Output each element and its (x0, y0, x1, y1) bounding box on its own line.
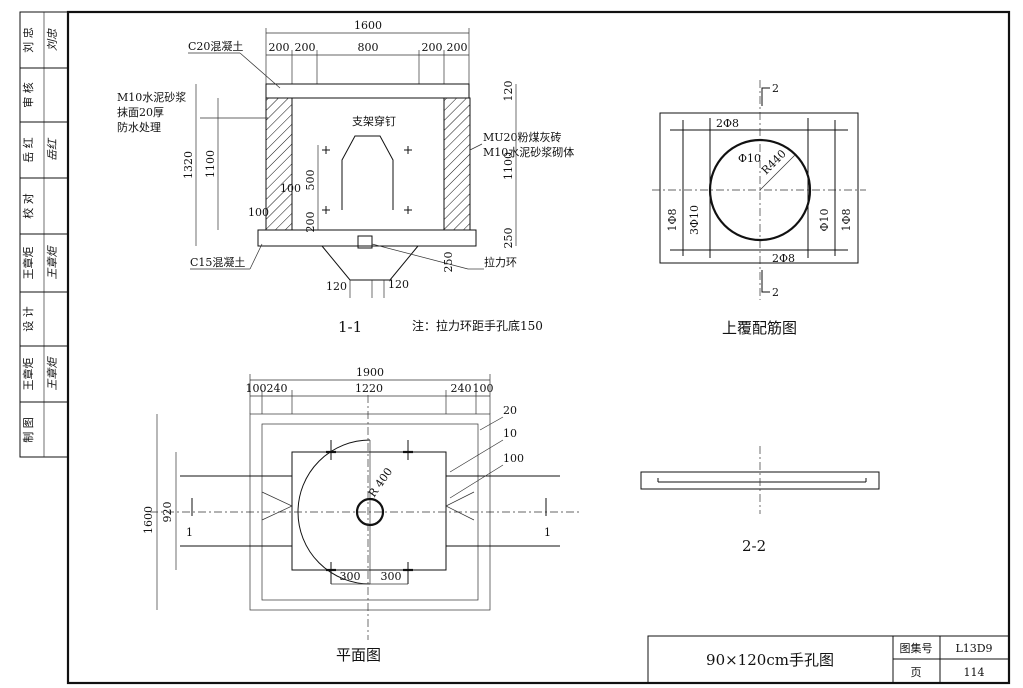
sidebar-role: 审 核 (21, 82, 35, 108)
dim-label: 250 (502, 228, 515, 249)
dim-label: 10 (503, 427, 517, 440)
section-mark: 1 (544, 526, 551, 539)
sidebar-role: 制 图 (22, 417, 35, 443)
sidebar-signature: 刘忠 (46, 28, 59, 51)
drawing-frame (66, 10, 1011, 685)
page-number: 114 (964, 666, 985, 679)
sidebar-role: 校 对 (21, 193, 35, 219)
dim-label: 200 (304, 212, 317, 233)
plan-view: 1900 100 240 1220 240 100 R 400 (142, 366, 580, 664)
label-m10: 防水处理 (117, 120, 161, 134)
dim-label: 200 (422, 41, 443, 54)
sidebar-signature: 王章炬 (46, 245, 59, 280)
atlas-number: L13D9 (955, 642, 992, 655)
dim-label: 120 (388, 278, 409, 291)
dim-label: 120 (326, 280, 347, 293)
page-label: 页 (911, 666, 922, 679)
label-mu20: MU20粉煤灰砖 (483, 130, 562, 144)
dim-label: 1320 (182, 151, 195, 179)
dim-label: 800 (358, 41, 379, 54)
sidebar-role: 王章炬 (21, 247, 35, 280)
section-mark: 1 (186, 526, 193, 539)
section-mark: 2 (772, 286, 779, 299)
dim-label: 100 (473, 382, 494, 395)
title-block: 90×120cm手孔图 图集号 L13D9 页 114 (647, 635, 1010, 684)
section-mark: 2 (772, 82, 779, 95)
label-c15: C15混凝土 (190, 255, 245, 269)
sidebar-signature: 岳红 (46, 137, 59, 161)
title-plan: 平面图 (336, 646, 381, 664)
dim-label: 240 (267, 382, 288, 395)
dim-label: 20 (503, 404, 517, 417)
dim-label: 200 (295, 41, 316, 54)
note-ring: 注：拉力环距手孔底150 (412, 318, 543, 333)
sidebar-role: 王章炬 (21, 358, 35, 391)
dim-label: 200 (269, 41, 290, 54)
dim-label: 100 (503, 452, 524, 465)
dim-label: 100 (248, 206, 269, 219)
drawing-title: 90×120cm手孔图 (706, 651, 834, 669)
dim-label: 300 (381, 570, 402, 583)
dim-label: R440 (759, 147, 789, 177)
dim-label: 1220 (355, 382, 383, 395)
title-section-2-2: 2-2 (742, 537, 766, 555)
cover-reinforcement: 2 2 R440 Φ10 2Φ8 2Φ8 1Φ8 3Φ10 Φ10 1Φ8 上覆… (652, 80, 866, 337)
sidebar-role: 岳 红 (22, 137, 35, 163)
rebar-label: 3Φ10 (688, 205, 701, 235)
sidebar-role: 刘 忠 (22, 27, 35, 53)
dim-label: 120 (502, 81, 515, 102)
dim-label: 250 (442, 252, 455, 273)
rebar-label: 2Φ8 (716, 117, 739, 130)
label-mu20: M10水泥砂浆砌体 (483, 145, 574, 159)
dim-label: 1100 (502, 152, 515, 180)
section-2-2: 2-2 (640, 446, 880, 555)
label-ring: 拉力环 (484, 255, 517, 269)
dim-label: 100 (280, 182, 301, 195)
title-section-1-1: 1-1 (338, 318, 362, 336)
dim-label: 240 (451, 382, 472, 395)
label-m10: M10水泥砂浆 (117, 90, 186, 104)
dim-label: 1600 (142, 506, 155, 534)
dim-label: 1900 (356, 366, 384, 379)
sidebar-role: 设 计 (22, 306, 35, 332)
sidebar-signature: 王章炬 (46, 356, 59, 391)
rebar-label: 1Φ8 (666, 208, 679, 231)
rebar-label: 2Φ8 (772, 252, 795, 265)
label-c20: C20混凝土 (188, 39, 243, 53)
dim-total-width: 1600 (354, 19, 382, 32)
dim-label: 1100 (204, 150, 217, 178)
dim-label: 500 (304, 170, 317, 191)
dim-label: 100 (246, 382, 267, 395)
dim-label: 200 (447, 41, 468, 54)
title-cover: 上覆配筋图 (722, 319, 797, 337)
label-m10: 抹面20厚 (117, 106, 164, 119)
label-bracket: 支架穿钉 (352, 114, 396, 128)
atlas-label: 图集号 (900, 641, 933, 655)
section-1-1: 1600 200 200 800 200 200 C20混凝土 M1 (117, 19, 574, 336)
rebar-label: Φ10 (818, 208, 831, 231)
dim-label: 920 (161, 502, 174, 523)
dim-label: 300 (340, 570, 361, 583)
signature-strip: 刘 忠 刘忠 审 核 岳 红 岳红 校 对 王章炬 王章炬 设 计 王章炬 王章… (19, 11, 69, 458)
rebar-label: 1Φ8 (840, 208, 853, 231)
rebar-label: Φ10 (738, 152, 761, 165)
